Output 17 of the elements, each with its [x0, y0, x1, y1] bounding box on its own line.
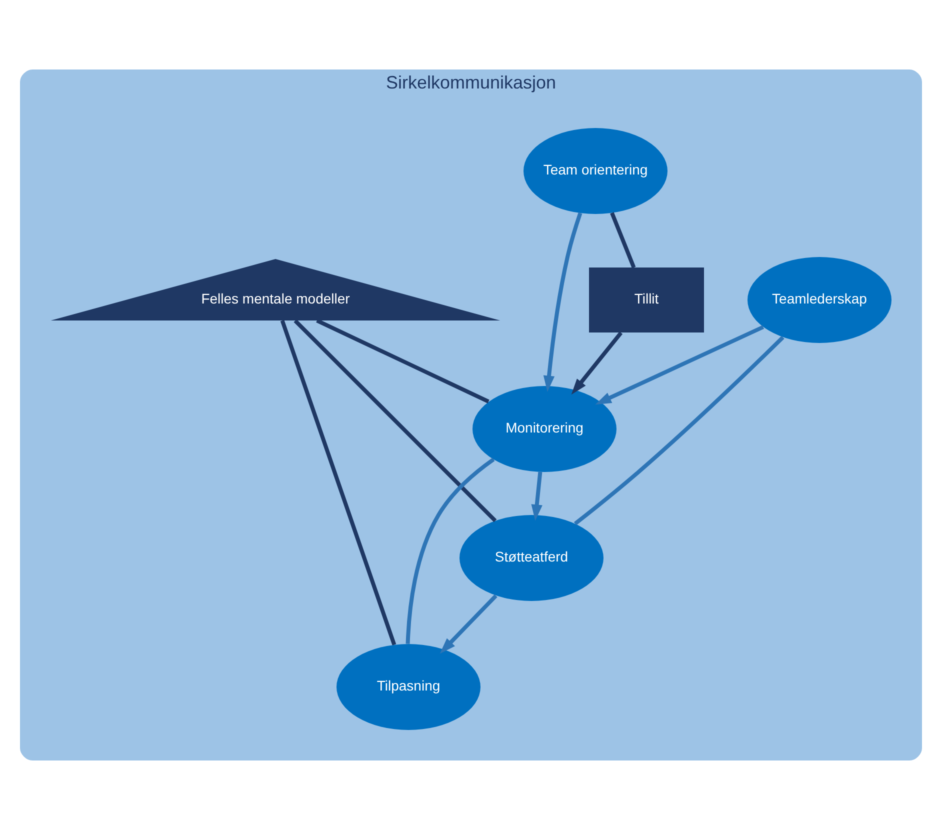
arrow [571, 331, 623, 395]
arrow [531, 472, 542, 521]
connector [280, 320, 396, 646]
connector [610, 212, 636, 268]
node-ellipse: Støtteatferd [460, 515, 604, 601]
connector [406, 458, 495, 644]
node-ellipse: Team orientering [524, 128, 668, 214]
arrow [543, 212, 582, 392]
connector [316, 318, 490, 404]
node-ellipse: Teamlederskap [748, 257, 892, 343]
connector [574, 336, 784, 526]
arrow [595, 325, 764, 405]
connector [294, 319, 497, 522]
arrow [440, 594, 498, 654]
node-ellipse: Tilpasning [336, 644, 480, 730]
node-box: Tillit [589, 268, 704, 332]
node-ellipse: Monitorering [472, 386, 616, 472]
